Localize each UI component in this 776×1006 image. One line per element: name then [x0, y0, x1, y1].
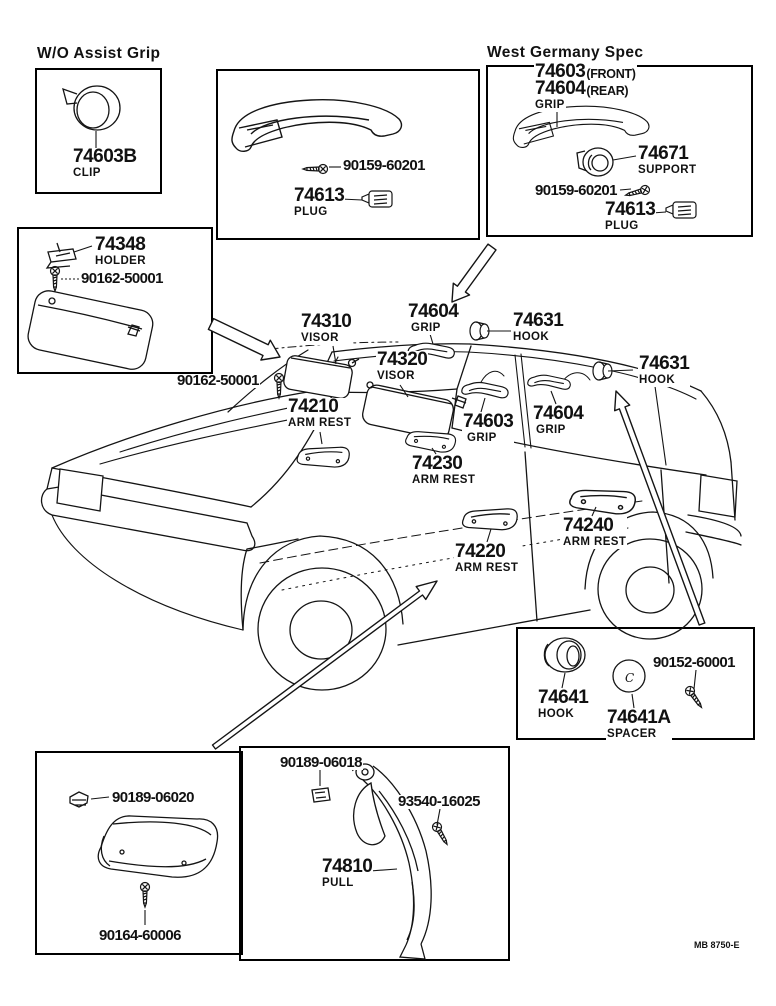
part-label-90159-60201-wg: 90159-60201 — [534, 182, 618, 199]
part-label-74604-rear: 74604 (REAR) — [534, 78, 630, 99]
armrest-74210-sketch — [296, 444, 351, 469]
part-label-90189-06020: 90189-06020 — [111, 789, 195, 806]
hook-front-sketch — [469, 321, 490, 341]
part-label-74631-front: 74631 HOOK — [512, 310, 565, 344]
part-label-74230: 74230 ARM REST — [411, 453, 477, 487]
part-label-74810: 74810 PULL — [321, 856, 374, 890]
part-label-grip-word: GRIP — [534, 99, 566, 112]
hook-rear-sketch — [592, 361, 613, 381]
part-label-74641a: 74641A SPACER — [606, 707, 672, 741]
part-label-74613-wg: 74613 PLUG — [604, 199, 657, 233]
visor-74310-sketch — [283, 355, 360, 399]
box-visor-holder — [17, 227, 213, 374]
part-label-90152-60001: 90152-60001 — [652, 654, 736, 671]
part-label-74348: 74348 HOLDER — [94, 234, 147, 268]
armrest-74230-sketch — [404, 426, 458, 455]
part-label-74320: 74320 VISOR — [376, 349, 429, 383]
part-label-74641: 74641 HOOK — [537, 687, 590, 721]
part-label-90189-06018: 90189-06018 — [279, 754, 363, 771]
part-label-93540-16025: 93540-16025 — [397, 793, 481, 810]
part-label-90162-50001: 90162-50001 — [176, 372, 260, 389]
part-label-74613: 74613 PLUG — [293, 185, 346, 219]
part-label-74671: 74671 SUPPORT — [637, 143, 698, 177]
box-assist-grip — [216, 69, 480, 240]
visor-74320-sketch — [362, 381, 467, 440]
screw-icon — [273, 372, 285, 399]
part-label-90162-50001-box: 90162-50001 — [80, 270, 164, 287]
part-label-74220: 74220 ARM REST — [454, 541, 520, 575]
part-label-74240: 74240 ARM REST — [562, 515, 628, 549]
arrow-grip-box — [451, 243, 497, 303]
arrow-visor-box — [207, 317, 281, 361]
part-label-74603-front: 74603 (FRONT) — [534, 61, 637, 82]
part-label-74631-rear: 74631 HOOK — [638, 353, 691, 387]
arrow-pull-box — [211, 580, 438, 750]
box-title-wo-assist-grip: W/O Assist Grip — [36, 45, 162, 62]
armrest-74240-sketch — [568, 484, 637, 517]
arrow-hook-box — [614, 390, 706, 626]
part-label-74604-door: 74604 GRIP — [532, 403, 585, 437]
part-label-74603b: 74603B CLIP — [72, 146, 138, 180]
part-label-74310: 74310 VISOR — [300, 311, 353, 345]
box-wo-assist-grip — [35, 68, 162, 194]
front-door-grip-sketch — [460, 380, 510, 399]
armrest-74220-sketch — [461, 506, 519, 531]
part-label-74604-roof: 74604 GRIP — [407, 301, 460, 335]
doc-code: MB 8750-E — [693, 940, 741, 950]
part-label-74210: 74210 ARM REST — [287, 396, 353, 430]
part-label-90164-60006: 90164-60006 — [98, 927, 182, 944]
rear-door-grip-sketch — [526, 373, 572, 391]
box-front-door-armrest — [35, 751, 243, 955]
box-title-west-germany: West Germany Spec — [486, 44, 645, 61]
part-label-90159-60201: 90159-60201 — [342, 157, 426, 174]
box-pull-handle — [239, 746, 510, 961]
part-label-74603-door: 74603 GRIP — [462, 411, 515, 445]
